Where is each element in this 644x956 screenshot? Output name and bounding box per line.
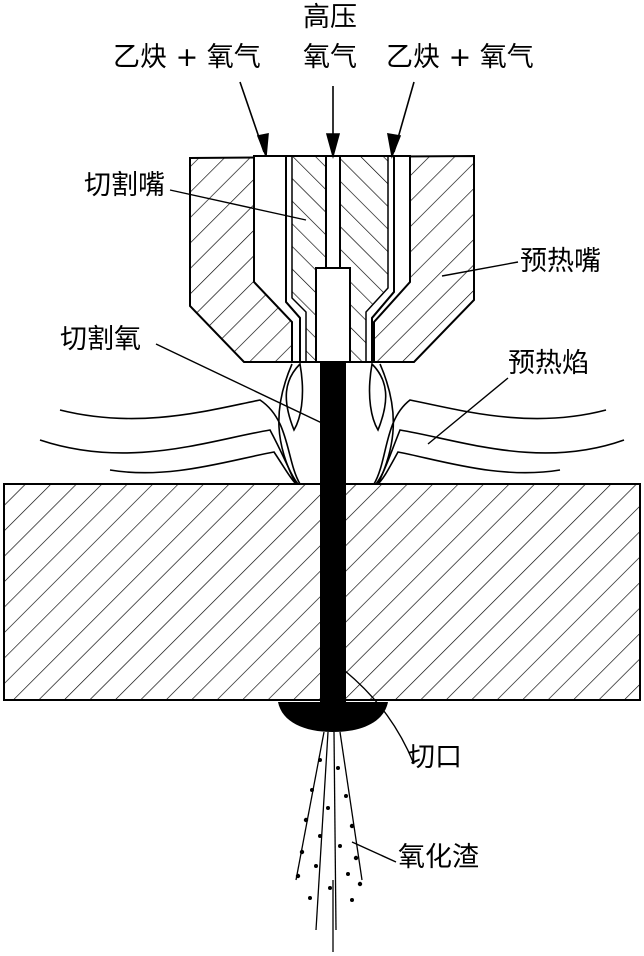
slag-spray — [295, 731, 363, 952]
cutting-oxygen-jet — [278, 362, 388, 732]
label-cutting-oxygen: 切割氧 — [60, 324, 141, 355]
slag-dots — [295, 758, 363, 902]
gas-input-arrows — [239, 81, 415, 160]
label-acetylene-oxygen-left: 乙炔 + 氧气 — [113, 42, 261, 73]
label-acetylene-oxygen-right: 乙炔 + 氧气 — [386, 42, 534, 73]
label-slag: 氧化渣 — [398, 842, 479, 873]
label-preheat-nozzle: 预热嘴 — [520, 246, 601, 277]
label-kerf: 切口 — [408, 742, 462, 773]
label-cutting-nozzle: 切割嘴 — [84, 170, 165, 201]
label-high-pressure: 高压 — [303, 2, 357, 33]
nozzle-body — [189, 154, 475, 363]
label-high-pressure-oxygen: 氧气 — [303, 42, 357, 73]
leader-lines — [155, 189, 519, 863]
label-preheat-flame: 预热焰 — [508, 348, 589, 379]
